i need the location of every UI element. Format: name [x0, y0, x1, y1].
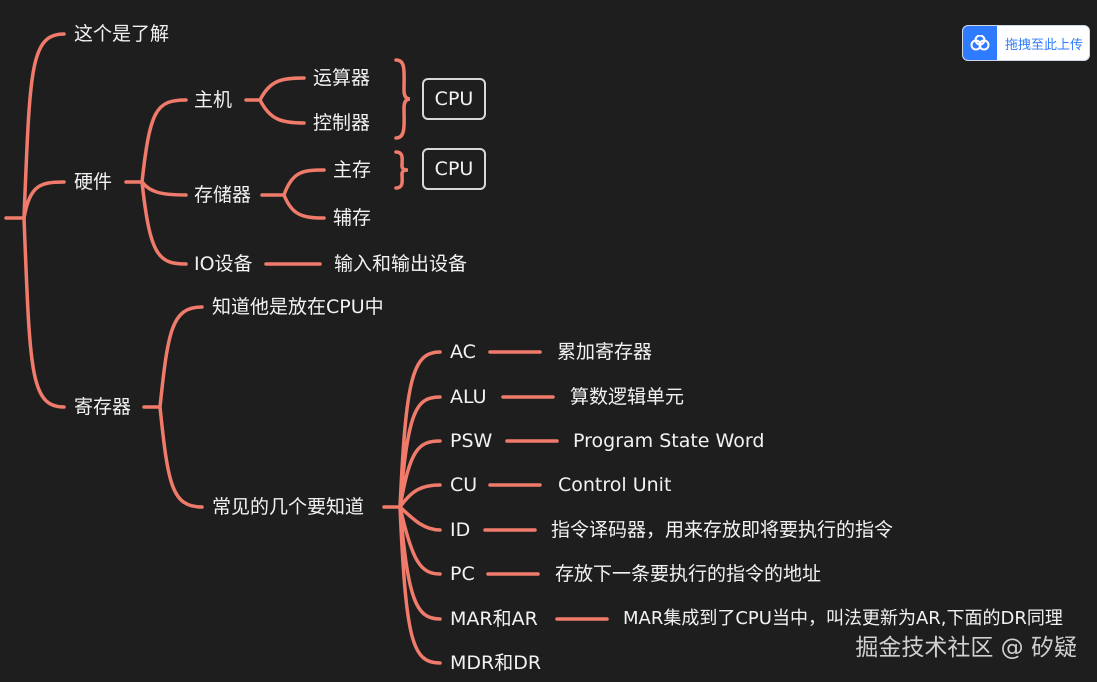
node-know-cpu[interactable]: 知道他是放在CPU中 [212, 296, 384, 318]
node-psw[interactable]: PSW [450, 430, 493, 452]
cloud-icon [963, 26, 997, 60]
common-brace [382, 350, 442, 665]
storage-brace [260, 168, 326, 220]
node-common[interactable]: 常见的几个要知道 [212, 496, 365, 518]
hardware-brace [124, 98, 188, 266]
node-ac-desc[interactable]: 累加寄存器 [557, 341, 653, 363]
upload-button-label: 拖拽至此上传 [1005, 37, 1084, 53]
node-main-mem[interactable]: 主存 [333, 159, 372, 181]
node-id[interactable]: ID [450, 519, 471, 541]
node-alu[interactable]: ALU [450, 386, 487, 408]
node-intro[interactable]: 这个是了解 [74, 23, 170, 45]
node-alu-op[interactable]: 运算器 [313, 67, 371, 89]
node-pc[interactable]: PC [450, 563, 475, 585]
cpu-box-2[interactable]: CPU [422, 148, 486, 190]
node-id-desc[interactable]: 指令译码器，用来存放即将要执行的指令 [551, 519, 894, 541]
upload-button[interactable]: 拖拽至此上传 [962, 25, 1090, 61]
node-aux-mem[interactable]: 辅存 [333, 207, 372, 229]
node-controller[interactable]: 控制器 [313, 112, 371, 134]
cpu-box-1[interactable]: CPU [422, 78, 486, 120]
node-io[interactable]: IO设备 [194, 253, 253, 275]
node-pc-desc[interactable]: 存放下一条要执行的指令的地址 [555, 563, 822, 585]
node-mdr[interactable]: MDR和DR [450, 652, 542, 674]
node-cu-desc[interactable]: Control Unit [558, 474, 672, 496]
root-brace [22, 32, 66, 409]
cpu-bracket-2 [394, 150, 409, 190]
node-psw-desc[interactable]: Program State Word [573, 430, 765, 452]
watermark: 掘金技术社区 @ 矽疑 [855, 635, 1077, 661]
node-registers[interactable]: 寄存器 [74, 396, 132, 418]
node-hardware[interactable]: 硬件 [74, 171, 113, 193]
host-brace [244, 76, 306, 125]
node-cu[interactable]: CU [450, 474, 478, 496]
cpu-bracket-1 [394, 58, 411, 140]
node-ac[interactable]: AC [450, 341, 476, 363]
node-mar[interactable]: MAR和AR [450, 608, 538, 630]
node-mar-desc[interactable]: MAR集成到了CPU当中，叫法更新为AR,下面的DR同理 [623, 608, 1063, 629]
node-alu-desc[interactable]: 算数逻辑单元 [570, 386, 685, 408]
node-storage[interactable]: 存储器 [194, 184, 252, 206]
registers-brace [142, 305, 204, 509]
node-host[interactable]: 主机 [194, 89, 233, 111]
node-io-desc[interactable]: 输入和输出设备 [334, 253, 468, 275]
